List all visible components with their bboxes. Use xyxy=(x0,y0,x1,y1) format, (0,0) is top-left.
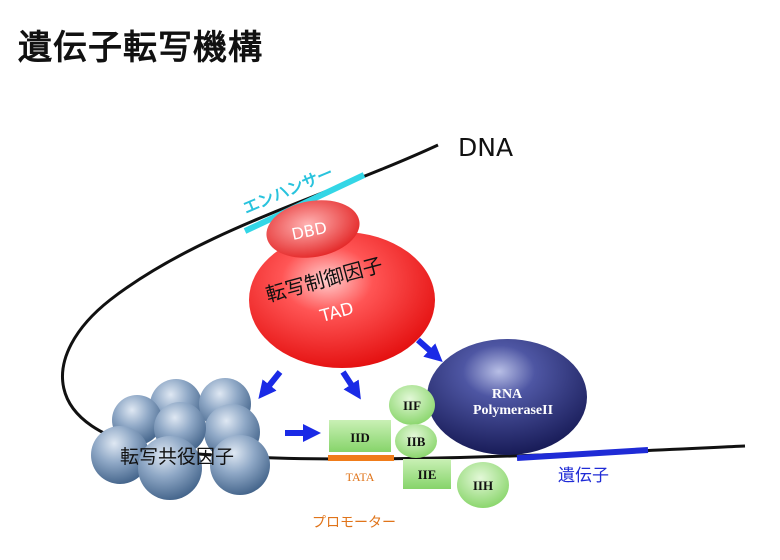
iih-factor xyxy=(457,462,509,508)
arrow-tf-to-coactivator xyxy=(258,370,283,400)
gene-label: 遺伝子 xyxy=(558,466,609,486)
rna-polymerase-label-line2: PolymeraseII xyxy=(473,403,553,418)
dbd-domain xyxy=(266,200,360,258)
tata-label: TATA xyxy=(346,470,375,484)
promoter-label: プロモーター xyxy=(312,515,396,531)
tata-bar xyxy=(328,455,394,461)
transcription-factor-body xyxy=(249,232,435,368)
arrow-tf-to-polymerase xyxy=(416,337,443,362)
rna-polymerase xyxy=(427,339,587,455)
gene-bar xyxy=(516,447,649,461)
coactivator-cluster xyxy=(91,378,270,500)
iid-label: IID xyxy=(350,430,370,445)
coactivator-label: 転写共役因子 xyxy=(120,446,234,468)
iih-label: IIH xyxy=(473,478,493,493)
iif-label: IIF xyxy=(403,398,421,413)
arrow-tf-to-iid xyxy=(340,370,361,400)
page-title: 遺伝子転写機構 xyxy=(18,28,263,68)
iie-label: IIE xyxy=(418,467,437,482)
iie-factor xyxy=(403,459,451,489)
rna-polymerase-label-line1: RNA xyxy=(492,387,523,402)
iib-factor xyxy=(395,424,437,458)
iib-label: IIB xyxy=(407,434,426,449)
iif-factor xyxy=(389,385,435,425)
dna-strand xyxy=(61,143,746,461)
dna-label: DNA xyxy=(458,133,513,162)
iid-factor xyxy=(329,420,391,452)
